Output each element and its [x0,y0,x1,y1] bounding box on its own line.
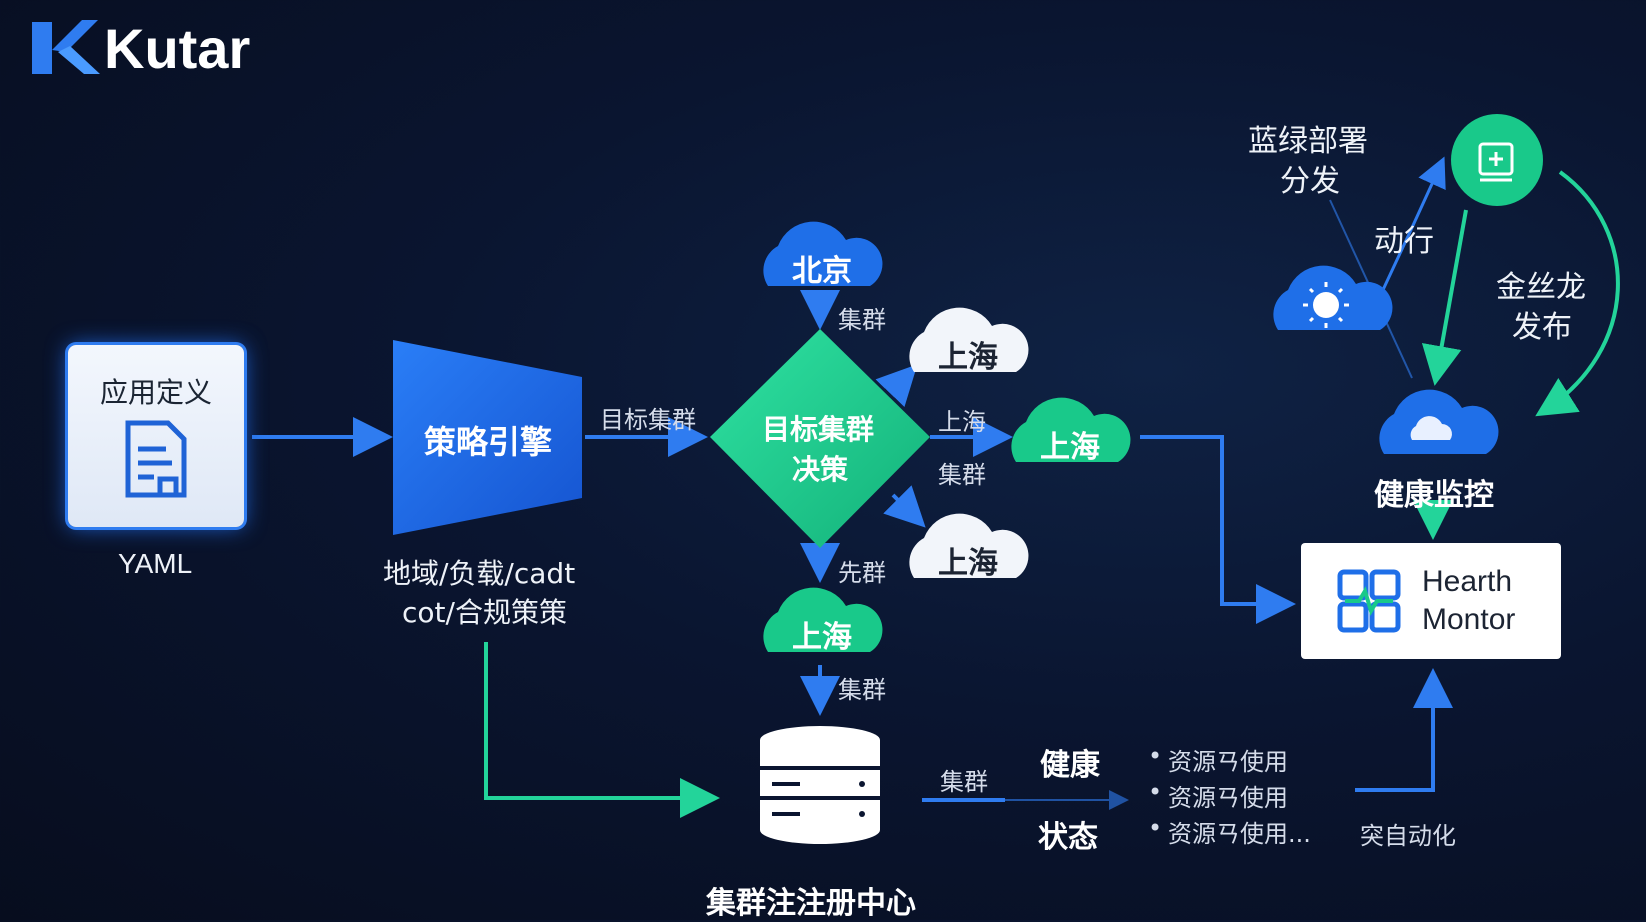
health-monitor-line-2: Montor [1422,603,1516,636]
health-monitor-icon [1337,569,1401,633]
decision-line-2: 决策 [792,453,849,486]
database-icon [760,726,880,844]
edge-label-cluster-right: 集群 [940,768,988,796]
cloud-shanghai-right-shape [1011,397,1131,462]
cloud-sun-shape [1273,265,1393,330]
app-definition-caption: YAML [118,548,193,579]
blue-green-deploy-icon [1451,114,1543,206]
edge-label-cluster-top: 集群 [838,306,886,334]
edge-label-cluster-bottom: 集群 [838,676,886,704]
edge-label-target-cluster: 目标集群 [600,406,696,434]
blue-green-label-2: 分发 [1280,164,1340,199]
decision-line-1: 目标集群 [762,413,875,446]
cloud-shanghai-lower-label: 上海 [938,546,998,581]
app-definition-card[interactable]: 应用定义 [68,345,244,527]
edge-label-automation: 突自动化 [1360,822,1456,850]
kutar-logo-icon [32,20,100,74]
status-bullet-1: 资源ㄢ使用 [1168,748,1288,776]
status-bullet-3: 资源ㄢ使用... [1168,820,1311,848]
canary-label-2: 发布 [1512,310,1572,345]
blue-green-label-1: 蓝绿部署 [1248,124,1368,159]
cloud-shanghai-right-label: 上海 [1040,430,1100,465]
cloud-beijing-shape [763,221,883,286]
cloud-shanghai-top-shape [909,307,1029,372]
policy-engine-shape [393,340,582,535]
registry-title: 集群注注册中心 [706,886,916,921]
health-monitor-line-1: Hearth [1422,565,1513,598]
policy-engine-caption-2: cot/合规策策 [402,596,567,629]
status-state-label: 状态 [1038,820,1098,855]
policy-engine-title: 策略引擎 [424,423,553,461]
cloud-shanghai-bottom-label: 上海 [792,620,852,655]
edge-label-xian-cluster: 先群 [838,559,886,587]
status-bullet-2: 资源ㄢ使用 [1168,784,1288,812]
cloud-health-shape [1379,389,1499,454]
status-bullet-dot-1: • [1148,742,1163,770]
cloud-shanghai-top-label: 上海 [938,340,998,375]
decision-diamond-shape [710,329,930,548]
status-bullet-dot-3: • [1148,814,1163,842]
app-definition-title: 应用定义 [99,376,212,409]
rolling-label: 动行 [1374,224,1434,259]
status-bullet-dot-2: • [1148,778,1163,806]
health-monitor-label: 健康监控 [1374,478,1494,513]
edge-label-shanghai-mid: 上海 [938,408,986,436]
cloud-beijing-label: 北京 [792,254,852,289]
document-icon [125,420,187,498]
cloud-shanghai-lower-shape [909,513,1029,578]
policy-engine-caption-1: 地域/负载/cadt [383,557,576,590]
status-health-label: 健康 [1040,748,1100,783]
health-monitor-card[interactable]: Hearth Montor [1301,543,1561,659]
canary-label-1: 金丝龙 [1496,270,1586,305]
brand-logo-text: Kutar [104,17,251,80]
edge-label-cluster-mid: 集群 [938,461,986,489]
cloud-shanghai-bottom-shape [763,587,883,652]
